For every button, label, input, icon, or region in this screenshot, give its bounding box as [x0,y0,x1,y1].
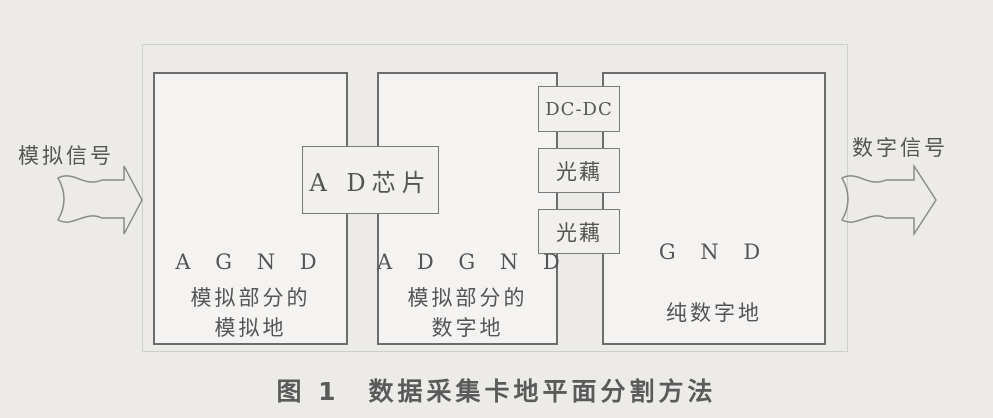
optocoupler-block-2: 光藕 [538,209,620,254]
region-agnd-desc-1: 模拟部分的 [190,286,311,310]
output-arrow-icon [840,163,937,237]
region-adgnd-name: A D G N D [377,250,569,274]
input-signal-label: 模拟信号 [18,144,114,168]
dcdc-block: DC-DC [538,86,620,132]
optocoupler-block-1: 光藕 [538,148,620,193]
output-signal-label: 数字信号 [852,136,948,160]
region-adgnd-desc-2: 数字地 [431,316,504,340]
ad-chip-block: A D芯片 [302,146,439,214]
region-agnd-desc-2: 模拟地 [214,316,287,340]
figure-caption: 图 1 数据采集卡地平面分割方法 [276,377,717,406]
region-gnd [602,72,826,345]
region-adgnd-desc-1: 模拟部分的 [407,286,528,310]
region-gnd-desc: 纯数字地 [666,301,762,325]
input-arrow-icon [56,165,143,235]
region-agnd-name: A G N D [175,250,326,274]
region-gnd-name: G N D [658,240,770,264]
